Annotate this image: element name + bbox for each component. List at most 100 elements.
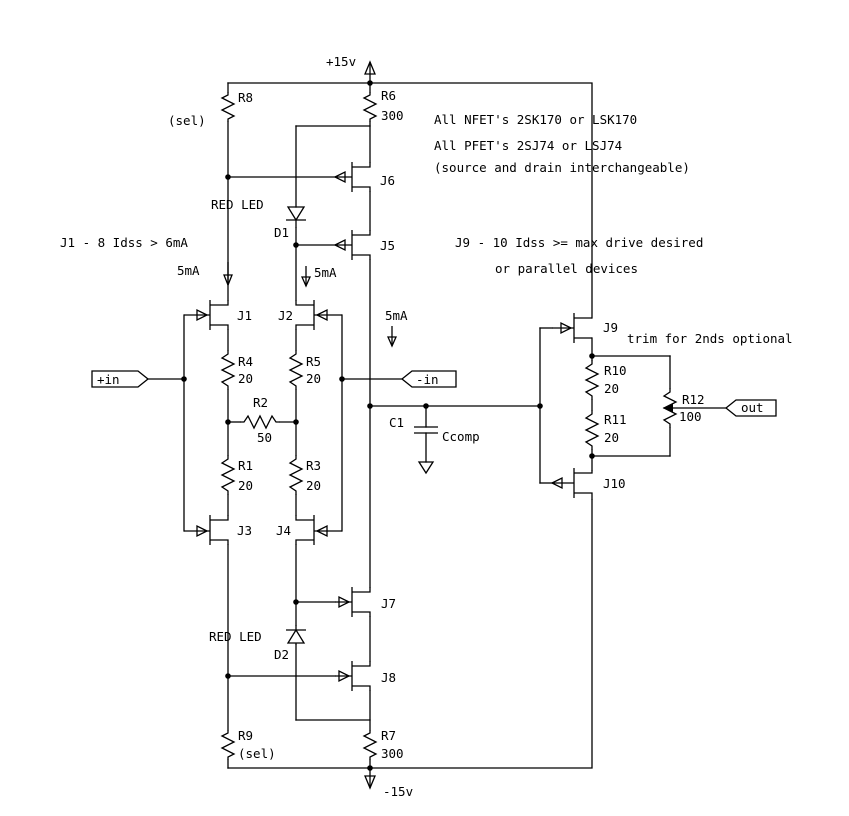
j6-ref: J6 (380, 173, 395, 188)
current-j2-arrow-icon (300, 276, 312, 288)
note-j1-j8: J1 - 8 Idss > 6mA (60, 235, 188, 250)
r11-value: 20 (604, 430, 619, 445)
c1-ref: C1 (389, 415, 404, 430)
r6-value: 300 (381, 108, 404, 123)
d2-value: RED LED (209, 629, 262, 644)
d2-ref: D2 (274, 647, 289, 662)
resistor-r8 (220, 92, 236, 122)
capacitor-c1 (414, 426, 438, 475)
note-interchange: (source and drain interchangeable) (434, 160, 690, 175)
c1-value: Ccomp (442, 429, 480, 444)
led-d2 (286, 625, 306, 645)
jfet-j10 (550, 468, 593, 500)
jfet-j7 (335, 587, 371, 617)
negative-rail-wire (227, 499, 593, 769)
r8-value: (sel) (168, 113, 206, 128)
j1-ref: J1 (237, 308, 252, 323)
d1-ref: D1 (274, 225, 289, 240)
port-plus-in-label: +in (97, 372, 120, 387)
resistor-r4 (220, 350, 236, 390)
note-nfet: All NFET's 2SK170 or LSK170 (434, 112, 637, 127)
j10-ref: J10 (603, 476, 626, 491)
resistor-r10 (584, 360, 600, 400)
port-plus-in[interactable]: +in (91, 370, 150, 388)
negative-rail-label: -15v (383, 784, 413, 799)
note-pfet: All PFET's 2SJ74 or LSJ74 (434, 138, 622, 153)
r5-value: 20 (306, 371, 321, 386)
j8-ref: J8 (381, 670, 396, 685)
r5-ref: R5 (306, 354, 321, 369)
note-j9-j10-a: J9 - 10 Idss >= max drive desired (455, 235, 703, 250)
note-j9-j10-b: or parallel devices (495, 261, 638, 276)
port-minus-in[interactable]: -in (400, 370, 457, 388)
current-j1-label: 5mA (177, 263, 200, 278)
j3-ref: J3 (237, 523, 252, 538)
j4-ref: J4 (276, 523, 291, 538)
r12-wiper-arrow (664, 404, 673, 412)
r10-ref: R10 (604, 363, 627, 378)
current-j2-label: 5mA (314, 265, 337, 280)
r10-value: 20 (604, 381, 619, 396)
j7-ref: J7 (381, 596, 396, 611)
r8-ref: R8 (238, 90, 253, 105)
r7-ref: R7 (381, 728, 396, 743)
r11-ref: R11 (604, 412, 627, 427)
positive-rail-wire (227, 82, 593, 319)
r12-ref: R12 (682, 392, 705, 407)
j5-ref: J5 (380, 238, 395, 253)
current-bias-label: 5mA (385, 308, 408, 323)
resistor-r7 (362, 730, 378, 760)
port-minus-in-label: -in (416, 372, 439, 387)
jfet-j8 (335, 661, 371, 691)
diode-d1-icon (286, 206, 306, 222)
junction-dots (181, 80, 595, 771)
resistor-r2 (240, 414, 280, 430)
r1-ref: R1 (238, 458, 253, 473)
r6-ref: R6 (381, 88, 396, 103)
resistor-r5 (288, 350, 304, 390)
jfet-j2 (295, 300, 342, 330)
resistor-r3 (288, 455, 304, 495)
positive-rail-arrow-icon (364, 60, 376, 75)
r9-ref: R9 (238, 728, 253, 743)
r2-value: 50 (257, 430, 272, 445)
jfet-j1 (184, 300, 229, 330)
resistor-r6 (362, 92, 378, 122)
r3-ref: R3 (306, 458, 321, 473)
jfet-j4 (295, 515, 342, 545)
jfet-j6 (333, 162, 371, 192)
r4-value: 20 (238, 371, 253, 386)
rail-arrows (364, 60, 376, 790)
negative-rail-arrow-icon (364, 775, 376, 790)
port-out[interactable]: out (724, 399, 777, 417)
d1-value: RED LED (211, 197, 264, 212)
wiring (147, 82, 727, 769)
resistor-r11 (584, 410, 600, 450)
resistor-r9 (220, 730, 236, 760)
resistor-r1 (220, 455, 236, 495)
current-arrows (223, 262, 398, 348)
labels: +15v -15v All NFET's 2SK170 or LSK170 Al… (60, 54, 793, 799)
current-bias-arrow-icon (386, 336, 398, 348)
r1-value: 20 (238, 478, 253, 493)
ground-icon (417, 461, 435, 475)
r9-value: (sel) (238, 746, 276, 761)
jfet-j5 (333, 230, 371, 260)
r7-value: 300 (381, 746, 404, 761)
r4-ref: R4 (238, 354, 253, 369)
resistors (220, 92, 678, 760)
positive-rail-label: +15v (326, 54, 356, 69)
diode-d2-icon (286, 628, 306, 644)
j9-ref: J9 (603, 320, 618, 335)
r2-ref: R2 (253, 395, 268, 410)
jfet-j3 (184, 515, 229, 545)
note-trim: trim for 2nds optional (627, 331, 793, 346)
current-j1-arrow-icon (223, 274, 233, 287)
r12-value: 100 (679, 409, 702, 424)
j2-ref: J2 (278, 308, 293, 323)
r3-value: 20 (306, 478, 321, 493)
led-d1 (286, 206, 306, 228)
jfet-j9 (552, 313, 592, 343)
port-out-label: out (741, 400, 764, 415)
